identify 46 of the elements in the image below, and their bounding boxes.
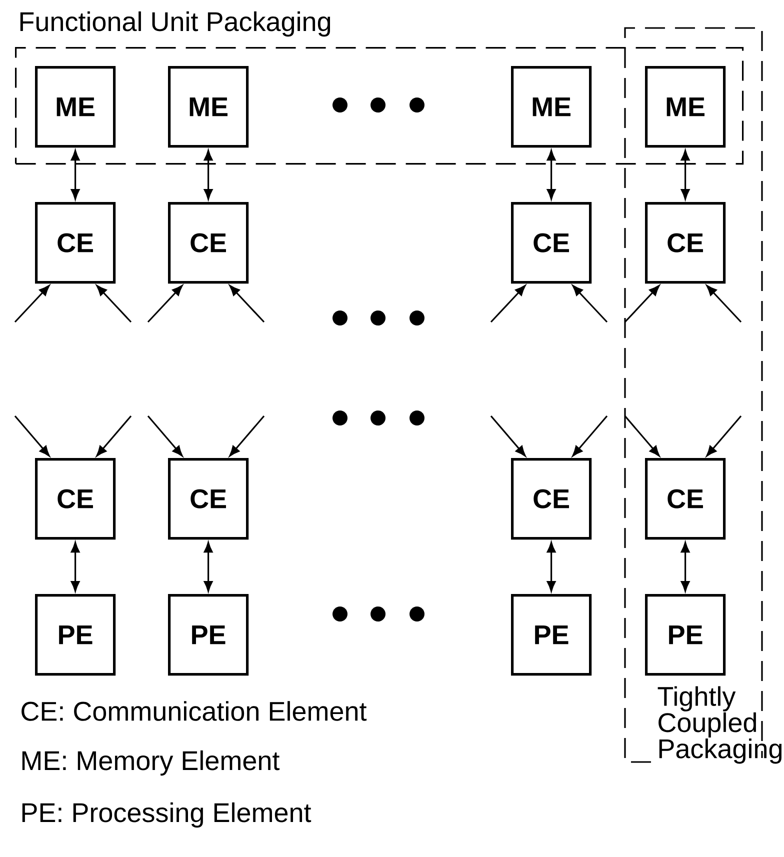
element-box: CE xyxy=(168,458,249,540)
arrow xyxy=(490,415,526,456)
dashed-group-frame xyxy=(15,47,744,165)
arrow xyxy=(70,150,80,200)
element-box: ME xyxy=(35,66,116,148)
arrow xyxy=(96,285,132,323)
arrow xyxy=(680,150,690,200)
element-box: CE xyxy=(511,202,592,284)
arrow xyxy=(546,542,556,592)
arrow xyxy=(147,415,183,456)
arrow xyxy=(572,415,608,456)
element-box: PE xyxy=(35,594,116,676)
arrow xyxy=(680,542,690,592)
element-box: ME xyxy=(168,66,249,148)
element-box: CE xyxy=(35,202,116,284)
arrow xyxy=(229,285,265,323)
legend-note: PE: Processing Element xyxy=(22,802,312,828)
element-box: PE xyxy=(645,594,726,676)
arrow xyxy=(624,415,660,456)
arrow xyxy=(490,285,526,323)
element-box: ME xyxy=(645,66,726,148)
legend-note: ME: Memory Element xyxy=(22,750,280,776)
arrow xyxy=(546,150,556,200)
element-box: ME xyxy=(511,66,592,148)
arrow xyxy=(14,415,50,456)
arrow xyxy=(147,285,183,323)
arrow xyxy=(204,542,213,592)
element-box: CE xyxy=(645,202,726,284)
arrow xyxy=(70,542,80,592)
element-box: CE xyxy=(35,458,116,540)
element-box: CE xyxy=(168,202,249,284)
group-heading: Functional Unit Packaging xyxy=(20,11,330,37)
arrow xyxy=(706,415,742,456)
arrow xyxy=(204,150,213,200)
arrow xyxy=(706,285,742,323)
element-box: CE xyxy=(645,458,726,540)
arrow xyxy=(229,415,265,456)
arrow xyxy=(624,285,660,323)
arrow xyxy=(96,415,132,456)
element-box: PE xyxy=(168,594,249,676)
element-box: PE xyxy=(511,594,592,676)
legend-note: CE: Communication Element xyxy=(22,701,367,721)
arrow xyxy=(14,285,50,323)
arrow xyxy=(572,285,608,323)
group-heading: Tightly Coupled Packaging xyxy=(658,686,782,764)
element-box: CE xyxy=(511,458,592,540)
